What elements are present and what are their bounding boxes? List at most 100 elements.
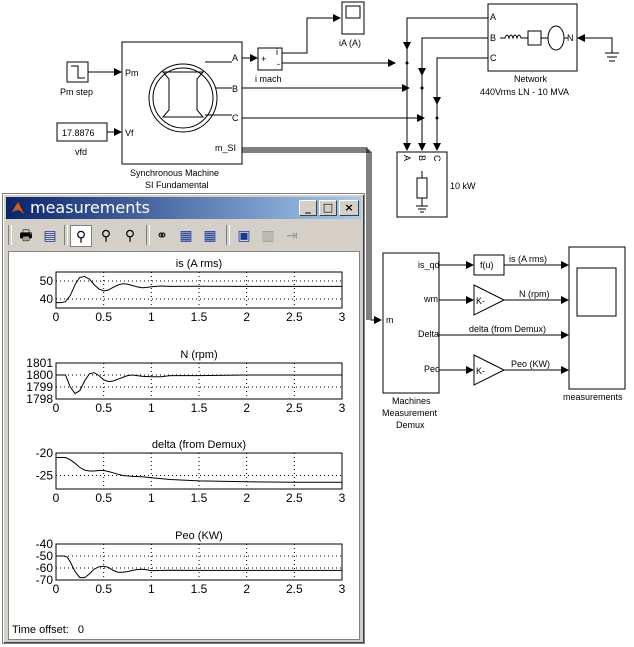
x-tick-label: 2.5 xyxy=(286,491,303,505)
load-port-b: B xyxy=(417,155,427,161)
port-a: A xyxy=(232,53,238,63)
signal-n: N (rpm) xyxy=(519,289,550,299)
imach-label: i mach xyxy=(255,74,282,84)
synchronous-machine-block[interactable] xyxy=(121,41,243,165)
network-label-1: Network xyxy=(514,74,548,84)
vfd-constant-block[interactable]: 17.8876 xyxy=(56,122,108,142)
network-port-a: A xyxy=(490,12,496,22)
signal-delta: delta (from Demux) xyxy=(469,324,546,334)
demux-port-peo: Peo xyxy=(424,364,440,374)
port-pm: Pm xyxy=(125,68,139,78)
x-tick-label: 1 xyxy=(148,310,155,324)
port-vf: Vf xyxy=(125,128,134,138)
floating-scope-icon[interactable]: ▣ xyxy=(237,227,251,243)
y-tick-label: 1799 xyxy=(26,380,53,394)
plot-axes-box xyxy=(55,362,343,400)
fcn-block[interactable]: f(u) xyxy=(473,254,505,276)
network-port-c: C xyxy=(490,53,497,63)
y-tick-label: 1800 xyxy=(26,368,53,382)
x-tick-label: 2.5 xyxy=(286,401,303,415)
close-button[interactable]: × xyxy=(339,200,359,216)
ia-scope-block[interactable] xyxy=(341,1,365,35)
x-tick-label: 0.5 xyxy=(95,401,112,415)
window-title: measurements xyxy=(30,198,150,217)
y-tick-label: -70 xyxy=(36,573,54,587)
zoom-y-icon[interactable]: ⚲ xyxy=(124,227,136,243)
x-tick-label: 1 xyxy=(148,401,155,415)
x-tick-label: 3 xyxy=(339,310,346,324)
x-tick-label: 0.5 xyxy=(95,310,112,324)
print-icon[interactable]: 🖶 xyxy=(19,227,33,243)
toolbar: 🖶 ▤ ⚲ ⚲ ⚲ ⚭ ▦ ▦ ▣ ▥ ⇥ xyxy=(6,221,361,249)
demux-label-3: Demux xyxy=(396,420,425,430)
x-tick-label: 3 xyxy=(339,491,346,505)
demux-block[interactable] xyxy=(382,252,440,394)
signal-peo: Peo (KW) xyxy=(511,359,550,369)
network-port-n: N xyxy=(567,33,574,43)
network-block[interactable] xyxy=(487,3,578,72)
toolbar-grip xyxy=(8,225,12,245)
x-tick-label: 0.5 xyxy=(95,491,112,505)
toolbar-separator xyxy=(64,225,68,245)
x-tick-label: 2 xyxy=(243,310,250,324)
plot-axes-box xyxy=(55,452,343,490)
signal-selection-icon[interactable]: ⇥ xyxy=(286,227,298,243)
current-measurement-block[interactable]: + i - xyxy=(257,47,283,71)
load-port-c: C xyxy=(432,155,442,162)
plot-axes-box xyxy=(55,543,343,581)
gain-block-speed[interactable]: K- xyxy=(473,284,506,316)
y-tick-label: 40 xyxy=(40,292,54,306)
ia-scope-label: iA (A) xyxy=(339,38,361,48)
load-label: 10 kW xyxy=(450,181,476,191)
x-tick-label: 2 xyxy=(243,401,250,415)
vfd-label: vfd xyxy=(75,147,87,157)
gain-block-power[interactable]: K- xyxy=(473,354,506,386)
pm-step-label: Pm step xyxy=(60,87,93,97)
signal-is: is (A rms) xyxy=(509,254,547,264)
series-line xyxy=(56,275,342,304)
series-line xyxy=(56,457,342,483)
x-tick-label: 1.5 xyxy=(191,491,208,505)
zoom-x-icon[interactable]: ⚲ xyxy=(100,227,112,243)
time-offset-label: Time offset: xyxy=(12,624,69,636)
load-block[interactable] xyxy=(396,151,448,218)
autoscale-icon[interactable]: ⚭ xyxy=(156,227,168,243)
x-tick-label: 1.5 xyxy=(191,310,208,324)
x-tick-label: 2.5 xyxy=(286,582,303,596)
series-line xyxy=(56,372,342,395)
plot-title: delta (from Demux) xyxy=(152,439,246,451)
port-b: B xyxy=(232,84,238,94)
demux-port-delta: Delta xyxy=(418,329,439,339)
parameters-icon[interactable]: ▤ xyxy=(43,227,57,243)
x-tick-label: 1.5 xyxy=(191,401,208,415)
imach-plus: + xyxy=(261,54,266,64)
restore-axes-icon[interactable]: ▦ xyxy=(203,227,217,243)
y-tick-label: 1801 xyxy=(26,356,53,370)
vfd-value: 17.8876 xyxy=(62,128,95,138)
y-tick-label: -60 xyxy=(36,561,54,575)
zoom-icon[interactable]: ⚲ xyxy=(70,225,92,247)
measurements-scope-block[interactable] xyxy=(568,246,626,390)
save-axes-icon[interactable]: ▦ xyxy=(179,227,193,243)
demux-port-m: m xyxy=(386,315,394,325)
demux-label-1: Machines xyxy=(392,396,431,406)
plot-title: is (A rms) xyxy=(176,258,222,270)
x-tick-label: 1 xyxy=(148,491,155,505)
x-tick-label: 1 xyxy=(148,582,155,596)
y-tick-label: -25 xyxy=(36,469,54,483)
gain-label-speed: K- xyxy=(476,296,485,306)
pm-step-block[interactable] xyxy=(66,61,89,83)
gain-label-power: K- xyxy=(476,366,485,376)
y-tick-label: -40 xyxy=(36,537,54,551)
lock-icon[interactable]: ▥ xyxy=(261,227,275,243)
title-bar[interactable]: measurements _ □ × xyxy=(6,197,361,219)
machine-label-1: Synchronous Machine xyxy=(130,168,219,178)
matlab-icon xyxy=(12,202,24,214)
demux-label-2: Measurement xyxy=(382,408,438,418)
maximize-button[interactable]: □ xyxy=(319,200,337,216)
port-c: C xyxy=(232,113,239,123)
minimize-button[interactable]: _ xyxy=(299,200,317,216)
